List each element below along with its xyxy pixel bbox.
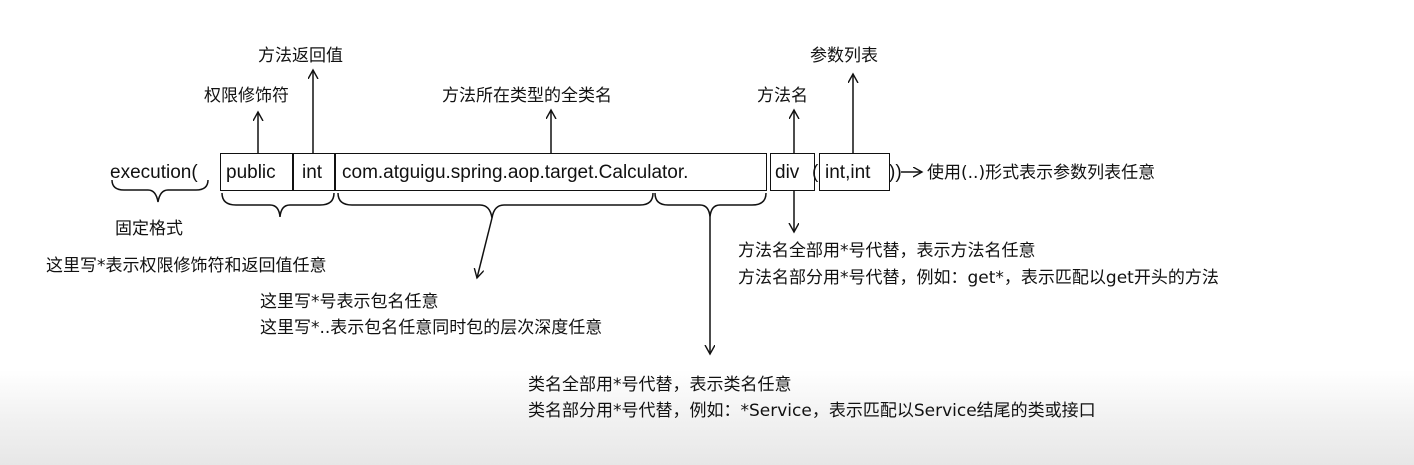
brace-execution xyxy=(111,179,209,203)
method-box xyxy=(770,153,815,191)
class-name-box xyxy=(334,153,767,191)
class-name-text: com.atguigu.spring.aop.target.Calculator… xyxy=(342,162,689,183)
modifier-text: public xyxy=(226,162,276,183)
return-type-box xyxy=(292,153,336,191)
label-params-any: 使用(..)形式表示参数列表任意 xyxy=(927,163,1156,183)
label-modifier: 权限修饰符 xyxy=(204,86,289,106)
label-method-any-1: 方法名全部用*号代替，表示方法名任意 xyxy=(738,241,1036,261)
modifier-box xyxy=(220,153,294,191)
execution-prefix: execution( xyxy=(110,162,198,183)
label-package-any-1: 这里写*号表示包名任意 xyxy=(260,292,439,312)
method-text: div xyxy=(775,162,800,183)
label-fixed-format: 固定格式 xyxy=(115,219,183,239)
brace-package xyxy=(337,192,654,219)
brace-modifier-return xyxy=(221,192,335,218)
label-package-any-2: 这里写*..表示包名任意同时包的层次深度任意 xyxy=(260,318,603,338)
open-paren: ( xyxy=(812,162,819,183)
arrow-package-any xyxy=(477,217,493,278)
label-method-name: 方法名 xyxy=(757,86,808,106)
label-class-any-2: 类名部分用*号代替，例如：*Service，表示匹配以Service结尾的类或接… xyxy=(528,401,1096,421)
label-modifier-any: 这里写*表示权限修饰符和返回值任意 xyxy=(46,256,327,276)
label-class-any-1: 类名全部用*号代替，表示类名任意 xyxy=(528,375,792,395)
brace-class xyxy=(654,192,767,218)
params-text: int,int xyxy=(825,162,871,183)
close-parens: )) xyxy=(889,162,902,183)
label-full-class: 方法所在类型的全类名 xyxy=(442,86,612,106)
label-method-any-2: 方法名部分用*号代替，例如：get*，表示匹配以get开头的方法 xyxy=(738,268,1219,288)
return-type-text: int xyxy=(302,162,323,183)
params-box xyxy=(819,153,890,191)
label-return-value: 方法返回值 xyxy=(258,46,343,66)
label-param-list: 参数列表 xyxy=(810,46,878,66)
